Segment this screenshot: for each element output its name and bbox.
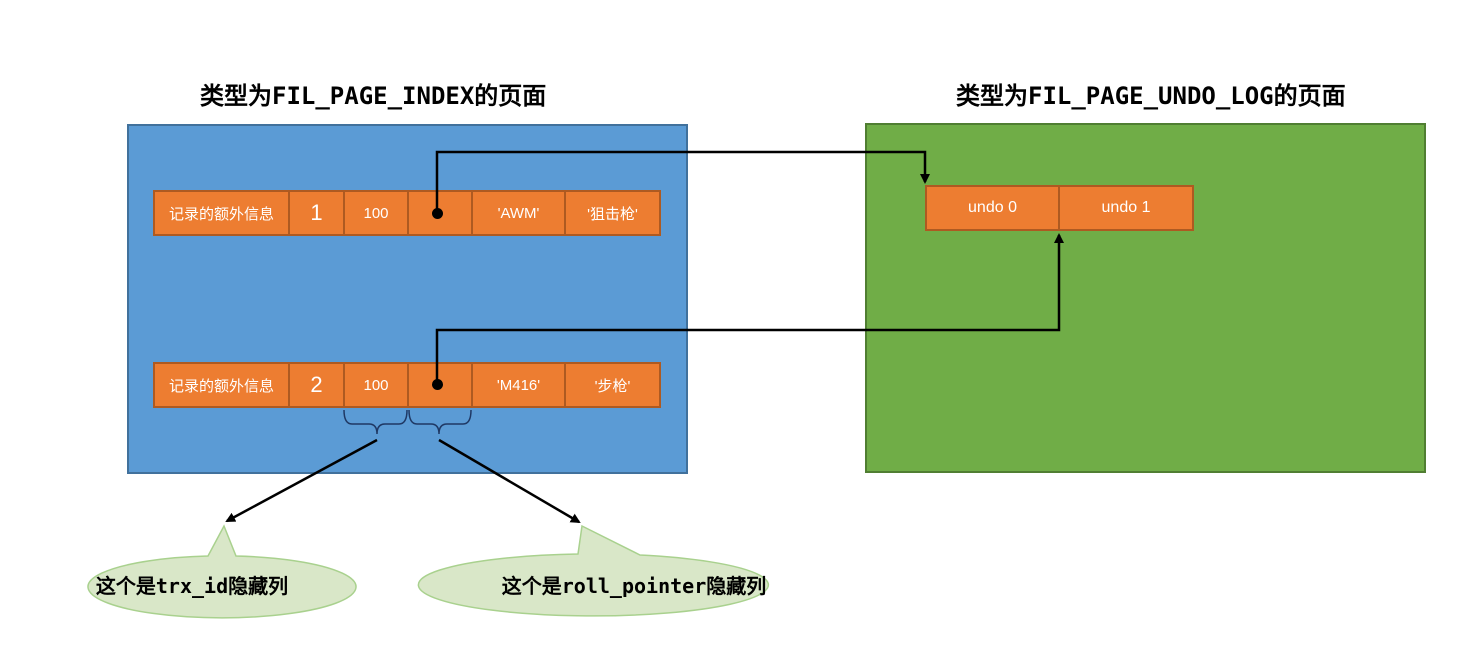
record-2-id: 2: [288, 362, 345, 408]
index-page-box: [127, 124, 688, 474]
roll-pointer-callout-bubble: [417, 524, 770, 617]
trx-id-callout-text: 这个是trx_id隐藏列: [95, 574, 289, 598]
record-1-roll-pointer: [407, 190, 473, 236]
record-1-col2: '狙击枪': [564, 190, 661, 236]
record-2-col2: '步枪': [564, 362, 661, 408]
record-1-col1: 'AWM': [471, 190, 566, 236]
trx-id-brace: [343, 409, 408, 435]
record-2-col1: 'M416': [471, 362, 566, 408]
undo-entry-1: undo 1: [1058, 185, 1194, 231]
index-page-title: 类型为FIL_PAGE_INDEX的页面: [200, 82, 547, 110]
roll-pointer-callout-arrow: [438, 438, 581, 524]
roll-pointer-brace: [408, 409, 472, 435]
record-1-trx-id: 100: [343, 190, 409, 236]
trx-id-callout-arrow: [225, 438, 378, 523]
roll-pointer-arrow-record-2: [435, 233, 1064, 383]
undo-page-box: [865, 123, 1426, 473]
roll-pointer-arrow-record-1: [435, 150, 930, 212]
roll-pointer-callout-text: 这个是roll_pointer隐藏列: [501, 574, 767, 598]
undo-page-title: 类型为FIL_PAGE_UNDO_LOG的页面: [956, 82, 1346, 110]
record-1-roll-pointer-dot: [432, 208, 443, 219]
trx-id-callout-bubble: [87, 524, 357, 619]
undo-entry-0: undo 0: [925, 185, 1060, 231]
record-2-extra-info: 记录的额外信息: [153, 362, 290, 408]
record-2-roll-pointer-dot: [432, 379, 443, 390]
record-1-id: 1: [288, 190, 345, 236]
